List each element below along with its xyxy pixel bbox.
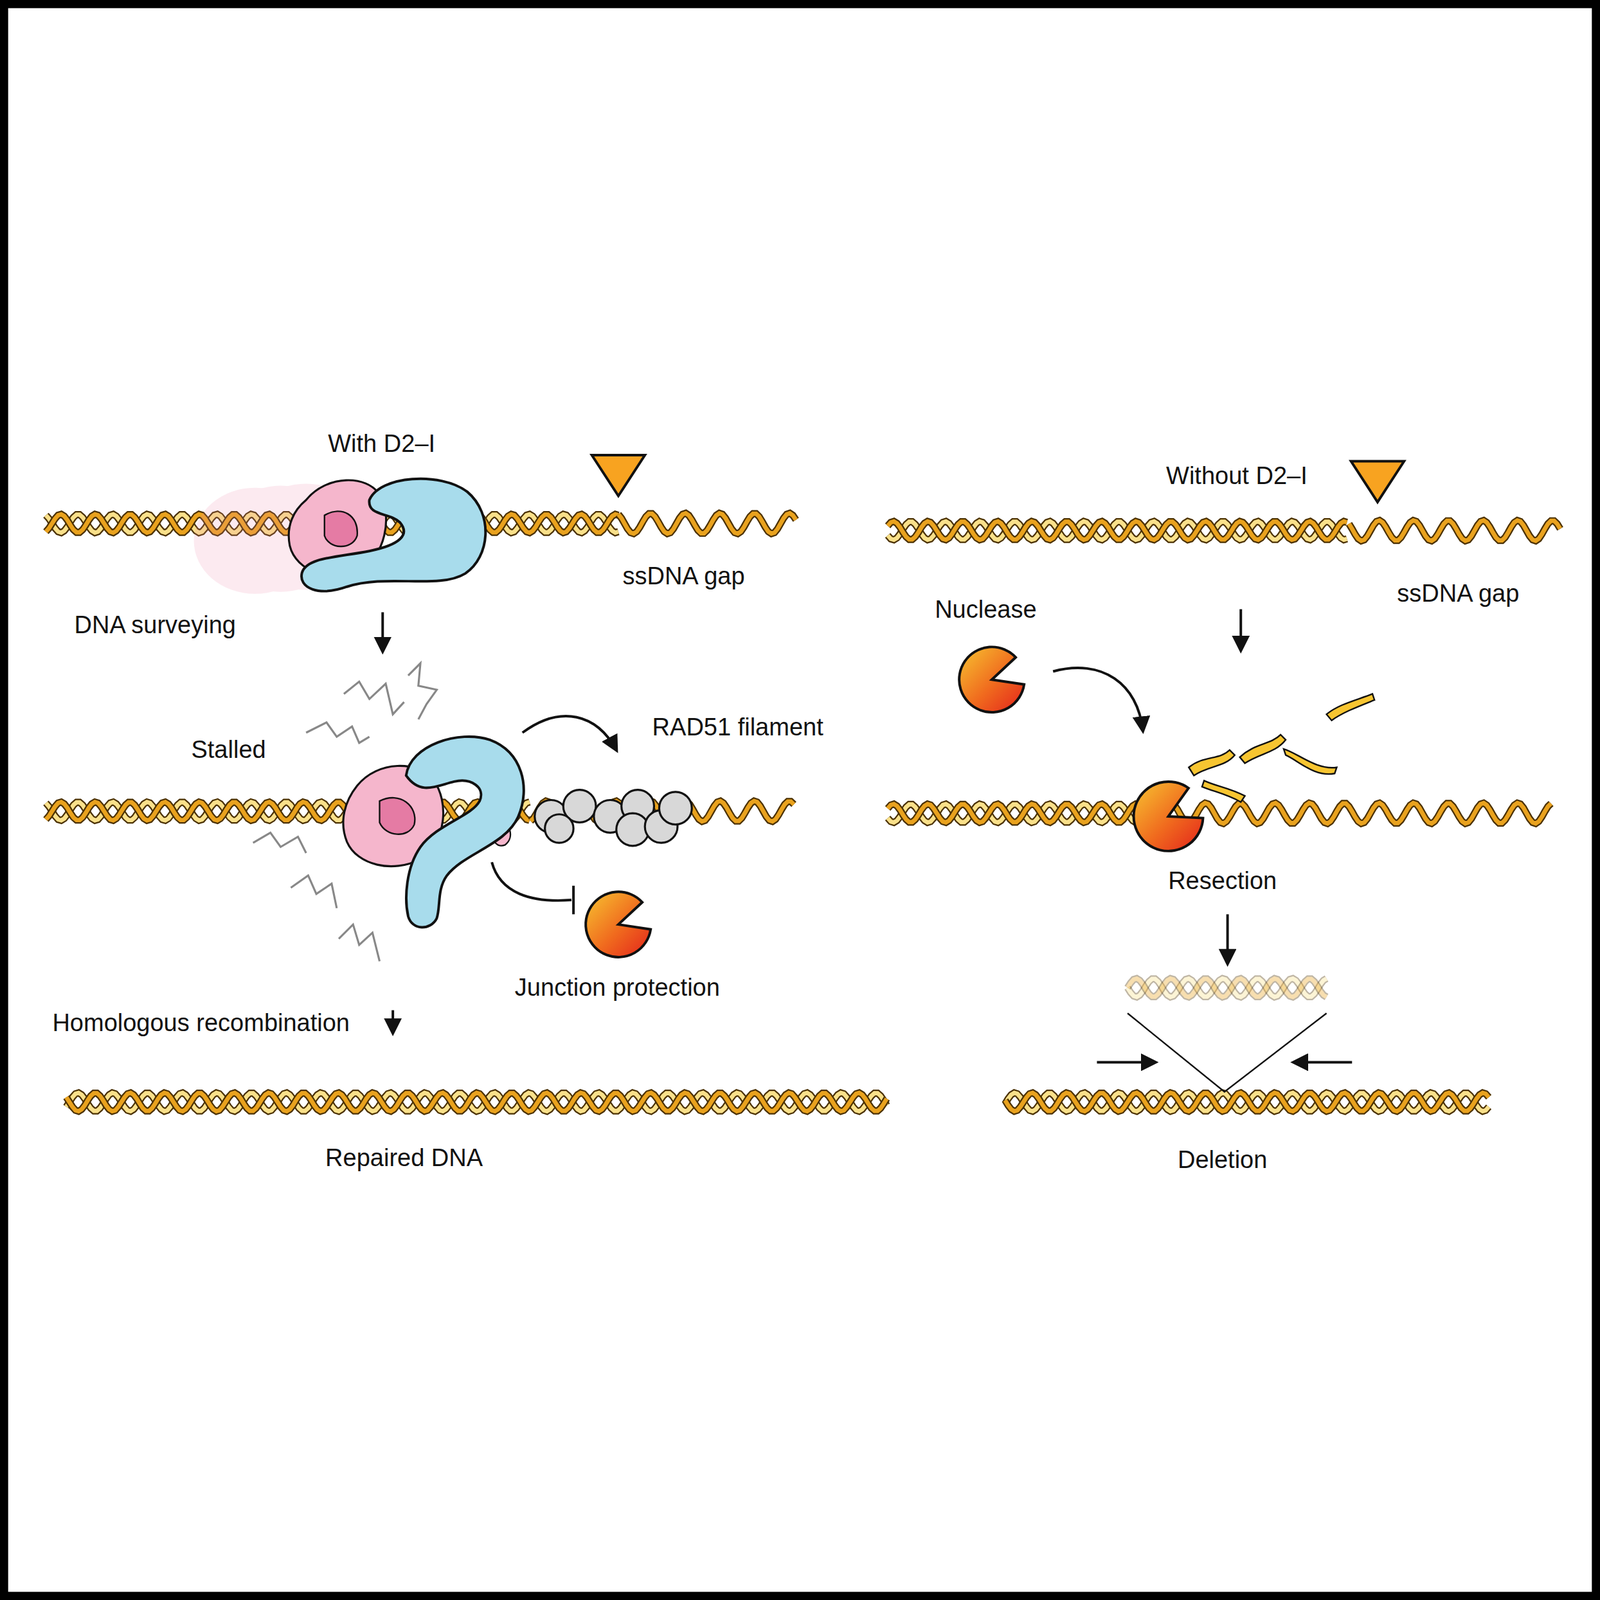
annotation-label: Junction protection xyxy=(512,973,723,1003)
annotation-label: Without D2–I xyxy=(1163,462,1311,491)
annotation-label: Resection xyxy=(1165,867,1280,897)
annotation-label: Stalled xyxy=(188,736,269,765)
annotation-label: Homologous recombination xyxy=(49,1009,353,1038)
annotation-label: Nuclease xyxy=(932,595,1039,625)
annotation-label: Deletion xyxy=(1175,1146,1270,1175)
annotation-label: With D2–I xyxy=(325,430,438,459)
annotation-label: DNA surveying xyxy=(71,611,239,640)
annotation-label: RAD51 filament xyxy=(649,713,827,742)
annotation-label: ssDNA gap xyxy=(1394,579,1522,609)
annotation-label: ssDNA gap xyxy=(619,562,747,591)
annotation-label: Repaired DNA xyxy=(322,1144,486,1173)
